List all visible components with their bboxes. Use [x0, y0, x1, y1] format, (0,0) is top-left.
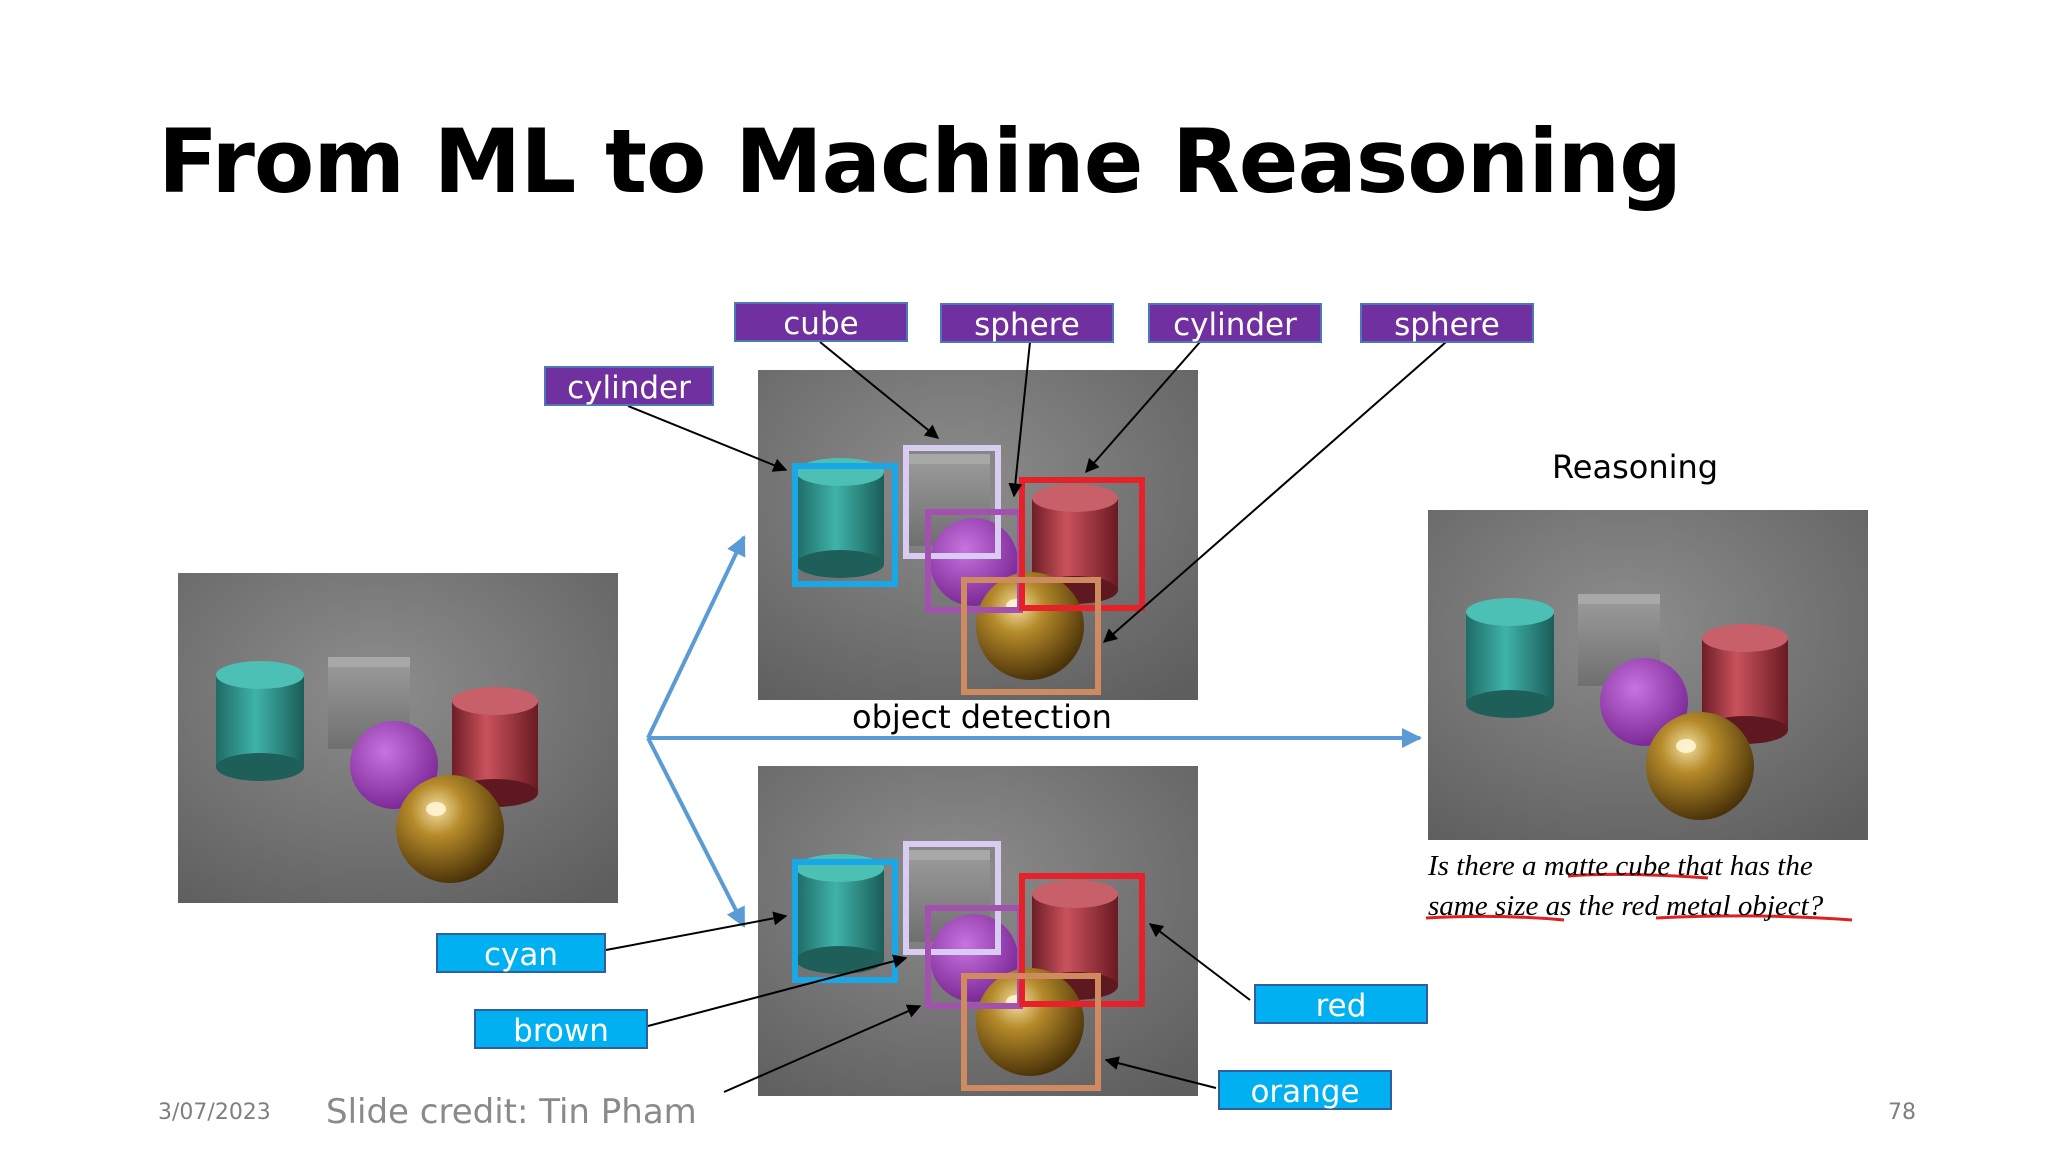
bbox-lavender-top [903, 445, 1001, 559]
flow-arrows [646, 535, 1422, 928]
underline-red-metal-object [1655, 914, 1853, 922]
bbox-orange-top [961, 577, 1101, 695]
slide-page-number: 78 [1888, 1100, 1916, 1125]
slide-title: From ML to Machine Reasoning [158, 110, 1682, 213]
label-red: red [1254, 984, 1428, 1024]
bbox-orange-bottom [961, 973, 1101, 1091]
underline-matte-cube [1567, 872, 1709, 880]
arrow-cylinder-left [627, 405, 788, 472]
question-underlines [1425, 872, 1853, 922]
label-brown: brown [474, 1009, 648, 1049]
bbox-lavender-bottom [903, 841, 1001, 955]
bbox-purple-bottom [925, 905, 1023, 1009]
top-bounding-boxes [792, 445, 1145, 695]
slide-date: 3/07/2023 [158, 1100, 271, 1125]
label-orange: orange [1218, 1070, 1392, 1110]
label-sphere-2: sphere [1360, 303, 1534, 343]
arrow-sphere-1 [1008, 341, 1031, 498]
arrow-cube [819, 341, 940, 439]
label-cylinder-left: cylinder [544, 366, 714, 406]
arrow-sphere-2 [1102, 341, 1447, 643]
arrow-brown [647, 954, 908, 1027]
question-line-1: Is there a matte cube that has the [1428, 850, 1813, 882]
arrow-unlabeled [723, 1004, 922, 1093]
caption-object-detection: object detection [852, 698, 1112, 736]
arrow-to-attribute-detection [646, 737, 746, 928]
label-cube: cube [734, 302, 908, 342]
underline-same-size [1425, 914, 1565, 922]
bottom-bounding-boxes [792, 841, 1145, 1091]
slide-credit: Slide credit: Tin Pham [326, 1092, 697, 1132]
caption-reasoning: Reasoning [1552, 448, 1719, 486]
label-cylinder-right: cylinder [1148, 303, 1322, 343]
bbox-red-bottom [1019, 873, 1145, 1007]
arrow-cylinder-right [1085, 341, 1201, 474]
reasoning-question: Is there a matte cube that has the same … [1428, 846, 1888, 926]
bbox-cyan-bottom [792, 859, 898, 983]
label-arrows [605, 341, 1447, 1093]
label-cyan: cyan [436, 933, 606, 973]
arrow-to-object-detection [646, 535, 746, 739]
bbox-purple-top [925, 509, 1023, 613]
bbox-cyan-top [792, 463, 898, 587]
arrow-cyan [605, 911, 788, 951]
question-line-2: same size as the red metal object? [1428, 890, 1824, 922]
label-sphere-1: sphere [940, 303, 1114, 343]
bbox-red-top [1019, 477, 1145, 611]
arrow-orange [1104, 1056, 1217, 1089]
arrow-red [1148, 923, 1251, 1001]
